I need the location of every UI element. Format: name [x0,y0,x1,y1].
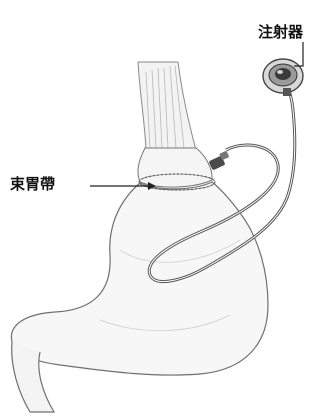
esophagus [138,62,196,150]
band-connector [209,151,230,171]
stomach [11,182,268,375]
band-label: 束胃帶 [10,177,55,192]
injector-label: 注射器 [258,25,303,40]
stomach-pouch [138,148,212,187]
injection-port [263,59,303,96]
